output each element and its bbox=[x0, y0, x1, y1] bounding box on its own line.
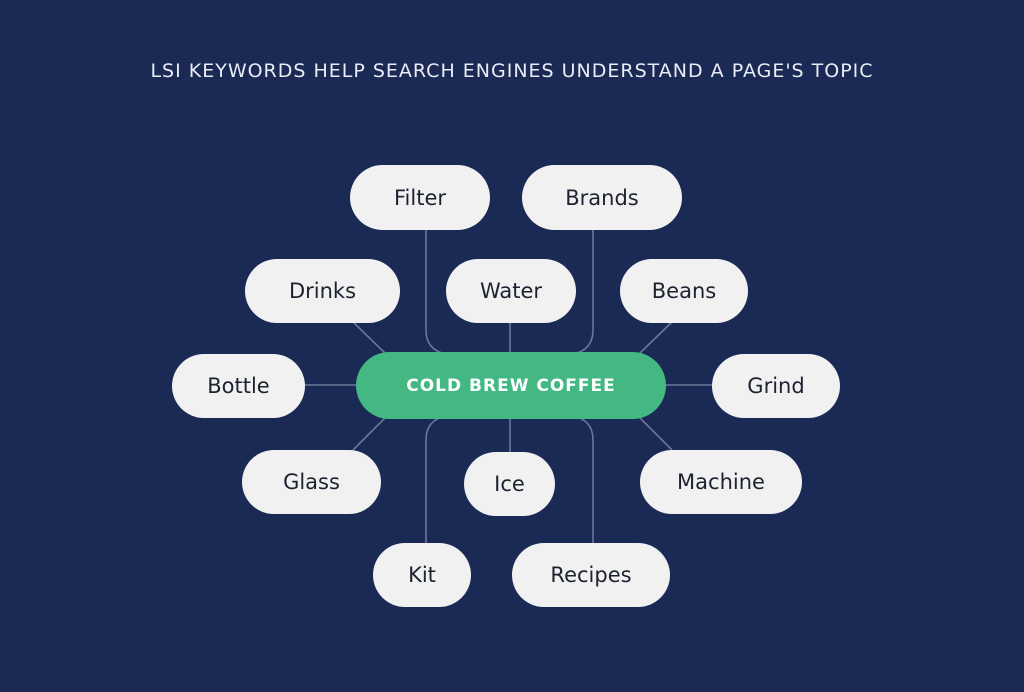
diagram-title: LSI KEYWORDS HELP SEARCH ENGINES UNDERST… bbox=[150, 60, 874, 82]
connector-kit bbox=[425, 415, 447, 545]
keyword-node-recipes: Recipes bbox=[512, 543, 670, 607]
keyword-node-drinks: Drinks bbox=[245, 259, 400, 323]
connector-filter bbox=[425, 230, 447, 355]
connector-recipes bbox=[572, 415, 594, 545]
keyword-node-machine: Machine bbox=[640, 450, 802, 514]
center-topic-node: COLD BREW COFFEE bbox=[356, 352, 666, 419]
keyword-node-bottle: Bottle bbox=[172, 354, 305, 418]
keyword-node-filter: Filter bbox=[350, 165, 490, 230]
keyword-node-glass: Glass bbox=[242, 450, 381, 514]
keyword-node-grind: Grind bbox=[712, 354, 840, 418]
keyword-node-beans: Beans bbox=[620, 259, 748, 323]
keyword-node-brands: Brands bbox=[522, 165, 682, 230]
connector-brands bbox=[572, 230, 594, 355]
keyword-node-water: Water bbox=[446, 259, 576, 323]
connector-beans bbox=[639, 321, 673, 354]
connector-glass bbox=[352, 417, 386, 451]
keyword-node-ice: Ice bbox=[464, 452, 555, 516]
connector-drinks bbox=[352, 321, 386, 354]
keyword-node-kit: Kit bbox=[373, 543, 471, 607]
connector-machine bbox=[639, 417, 673, 451]
